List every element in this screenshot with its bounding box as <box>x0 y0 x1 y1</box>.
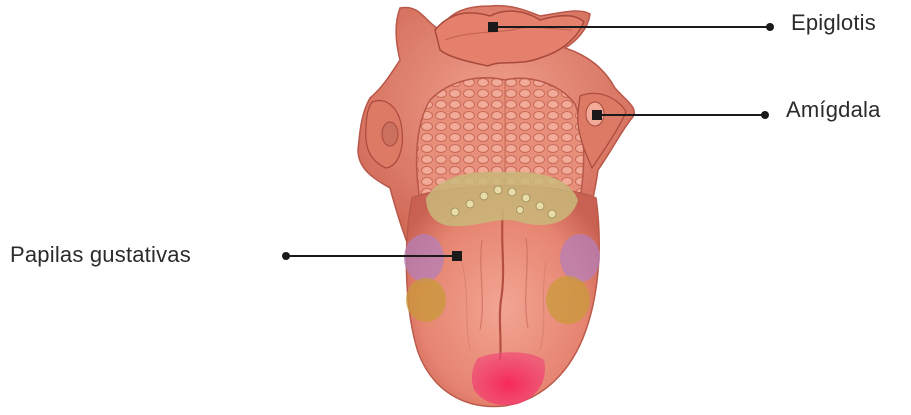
tonsil-label: Amígdala <box>786 97 881 123</box>
sweet-taste-zone <box>472 352 545 405</box>
taste-buds-anchor-marker <box>452 251 462 261</box>
epiglottis-anchor-marker <box>488 22 498 32</box>
epiglottis-end-dot <box>766 23 774 31</box>
tonsil-anchor-marker <box>592 110 602 120</box>
tonsil-end-dot <box>761 111 769 119</box>
sour-zone-left <box>404 234 444 282</box>
sour-zone-right <box>560 234 600 282</box>
taste-buds-end-dot <box>282 252 290 260</box>
epiglottis-label: Epiglotis <box>791 10 876 36</box>
salty-zone-right <box>546 276 590 324</box>
salty-zone-left <box>406 278 446 322</box>
taste-buds-label: Papilas gustativas <box>10 242 191 268</box>
bitter-taste-zone <box>426 172 578 227</box>
